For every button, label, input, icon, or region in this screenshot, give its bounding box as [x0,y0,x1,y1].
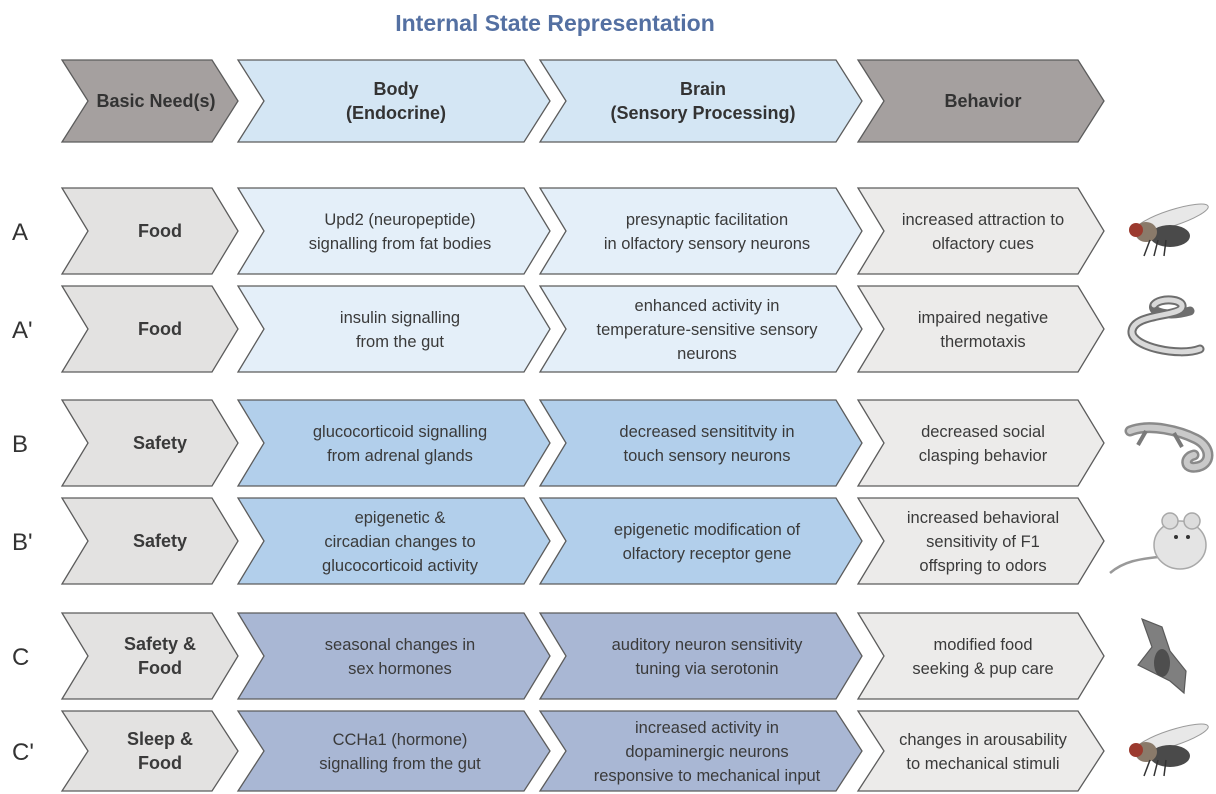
behavior-chevron [856,612,1105,700]
need-chevron [60,497,239,585]
need-chevron [60,399,239,487]
animal-icons [1109,203,1214,777]
body-chevron [236,285,551,373]
body-chevron [236,497,551,585]
header-body-label: Body(Endocrine) [346,79,446,123]
need-chevron [60,285,239,373]
behavior-chevron [856,285,1105,373]
behavior-chevron [856,710,1105,792]
header-behavior-label: Behavior [944,91,1021,111]
row-label: C [12,644,29,671]
need-label: Sleep &Food [127,729,193,773]
header-brain-chevron [538,59,863,143]
body-chevron [236,710,551,792]
need-chevron [60,710,239,792]
mouse-icon [1109,512,1207,574]
row-label: A [12,219,28,246]
brain-chevron [538,612,863,700]
diagram-title: Internal State Representation [395,10,715,36]
body-chevron [236,612,551,700]
row-label: C' [12,739,34,766]
diagram-row: B' Safety epigenetic &circadian changes to… [12,497,1105,585]
row-label: B' [12,529,33,556]
worm-icon [1127,295,1205,357]
diagram-row: A Food Upd2 (neuropeptide)signalling from … [12,187,1105,275]
need-label: Safety &Food [124,634,196,678]
header-row: Basic Need(s) Body(Endocrine) Brain(Sensor… [60,59,1105,143]
rows: A Food Upd2 (neuropeptide)signalling from … [12,187,1105,792]
brain-chevron [538,285,863,373]
brain-chevron [538,497,863,585]
body-label: CCHa1 (hormone)signalling from the gut [319,731,481,773]
behavior-chevron [856,399,1105,487]
header-need-label: Basic Need(s) [96,91,215,111]
body-chevron [236,399,551,487]
body-chevron [236,187,551,275]
behavior-chevron [856,187,1105,275]
need-chevron [60,612,239,700]
fly-icon [1129,203,1209,257]
brain-chevron [538,187,863,275]
header-brain-label: Brain(Sensory Processing) [610,79,795,123]
diagram-row: C' Sleep &Food CCHa1 (hormone)signalling f… [12,710,1105,792]
row-label: B [12,431,28,458]
body-label: Upd2 (neuropeptide)signalling from fat b… [309,211,492,253]
bat-icon [1137,617,1187,695]
row-label: A' [12,317,33,344]
salamander-icon [1124,422,1214,473]
header-body-chevron [236,59,551,143]
need-label: Food [138,319,182,339]
header-need-chevron [60,59,239,143]
brain-chevron [538,399,863,487]
need-chevron [60,187,239,275]
fly-icon [1129,723,1209,777]
need-label: Food [138,221,182,241]
brain-chevron [538,710,863,792]
behavior-chevron [856,497,1105,585]
header-behavior-chevron [856,59,1105,143]
need-label: Safety [133,531,187,551]
need-label: Safety [133,433,187,453]
